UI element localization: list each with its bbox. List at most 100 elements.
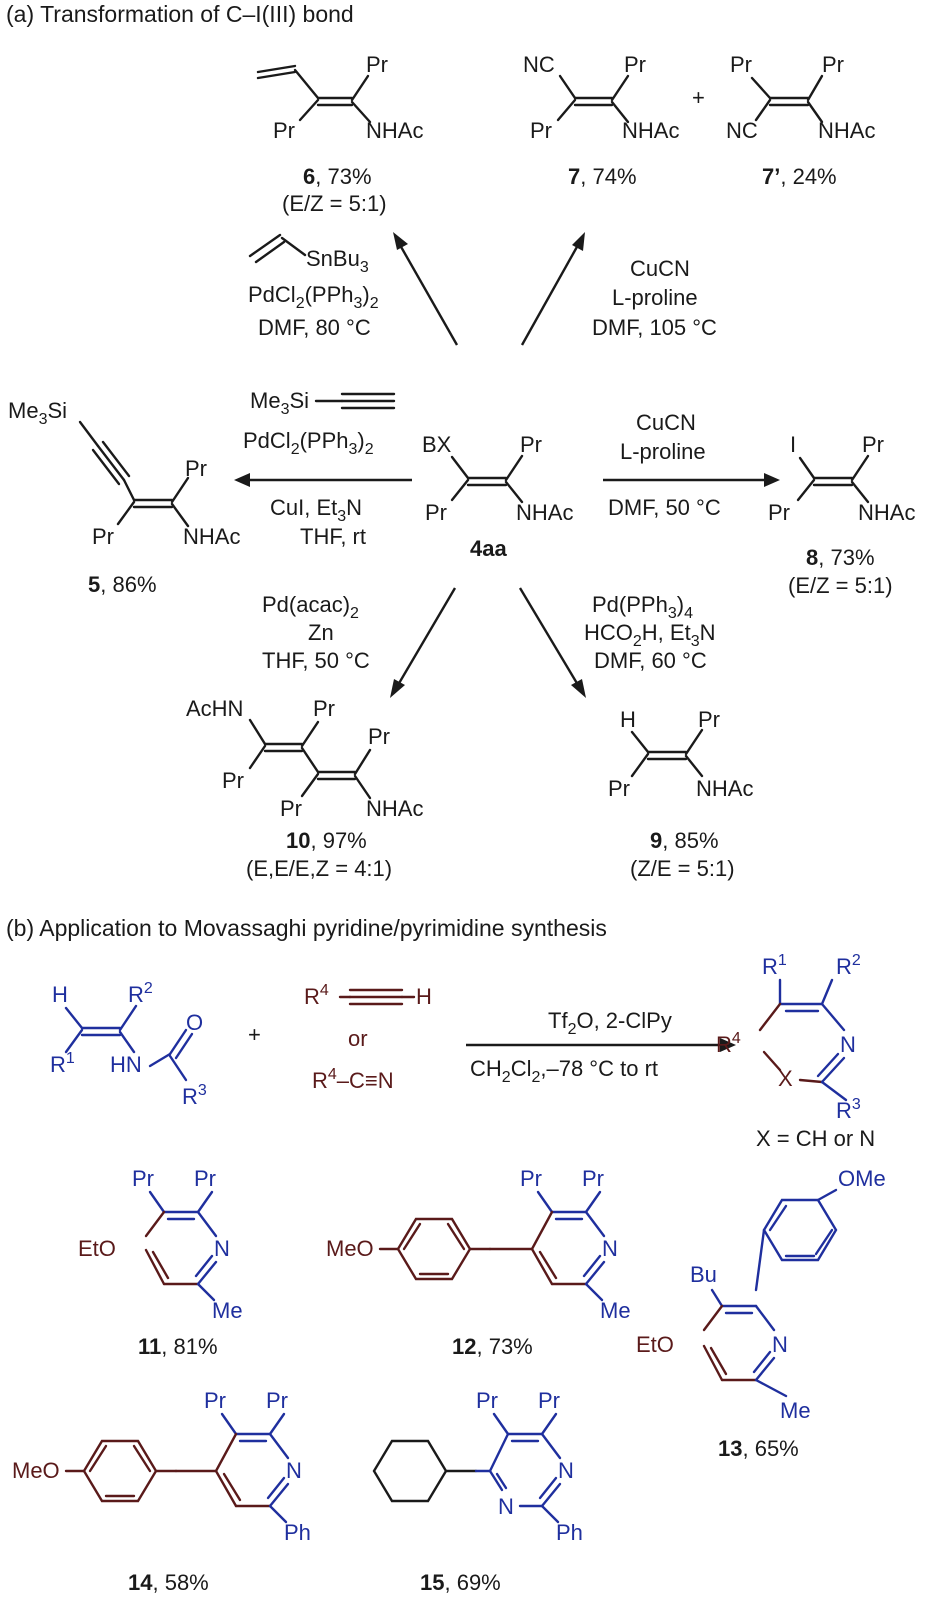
product-7: NC Pr Pr NHAc 7, 74%: [523, 52, 679, 189]
p5-label: 5, 86%: [88, 572, 157, 597]
start-4aa: BX Pr Pr NHAc 4aa: [422, 432, 573, 561]
cond10-catalyst: Pd(acac)2: [262, 592, 359, 622]
c14-pr-1: Pr: [204, 1388, 226, 1413]
cond9-catalyst: Pd(PPh3)4: [592, 592, 693, 622]
product-6: Pr Pr NHAc 6, 73% (E/Z = 5:1): [256, 52, 423, 216]
nitrile-reactant: R4–C≡N: [312, 1066, 394, 1093]
p9-pr-bottom: Pr: [608, 776, 630, 801]
c13-me: Me: [780, 1398, 811, 1423]
c13-bu: Bu: [690, 1262, 717, 1287]
c11-eto: EtO: [78, 1236, 116, 1261]
c15-n1: N: [558, 1458, 574, 1483]
gp-r1: R1: [762, 952, 787, 979]
p5-pr-top: Pr: [185, 456, 207, 481]
compound-15: Pr Pr N N Ph 15, 69%: [372, 1388, 583, 1595]
c15-label: 15, 69%: [420, 1570, 501, 1595]
product-8: I Pr Pr NHAc 8, 73% (E/Z = 5:1): [768, 432, 915, 598]
start-label: 4aa: [470, 536, 507, 561]
gp-x: X: [778, 1066, 793, 1091]
c12-label: 12, 73%: [452, 1334, 533, 1359]
p9-ratio: (Z/E = 5:1): [630, 856, 735, 881]
c14-n: N: [286, 1458, 302, 1483]
conditions-b: Tf2O, 2-ClPy CH2Cl2,–78 °C to rt: [466, 1008, 736, 1086]
alkyne-reactant: R4 H: [304, 982, 432, 1009]
cond5-catalyst: PdCl2(PPh3)2: [243, 428, 374, 458]
p7-nhac: NHAc: [622, 118, 679, 143]
cond7-l2: L-proline: [612, 285, 698, 310]
compound-11: Pr Pr N EtO Me 11, 81%: [78, 1166, 243, 1359]
c12-meo: MeO: [326, 1236, 374, 1261]
c15-cyclohexyl: [372, 1439, 448, 1503]
cond10-l2: Zn: [308, 620, 334, 645]
product-10: AcHN Pr Pr Pr Pr NHAc 10, 97% (E,E/E,Z =…: [186, 696, 423, 881]
c14-ph: Ph: [284, 1520, 311, 1545]
p5-pr-bottom: Pr: [92, 524, 114, 549]
p8-label: 8, 73%: [806, 545, 875, 570]
section-a-title: (a) Transformation of C–I(III) bond: [6, 1, 354, 27]
c15-n2: N: [498, 1494, 514, 1519]
p8-ratio: (E/Z = 5:1): [788, 573, 893, 598]
p10-nhac: NHAc: [366, 796, 423, 821]
c14-label: 14, 58%: [128, 1570, 209, 1595]
gp-r3: R3: [836, 1096, 861, 1123]
nitrile-formula: R4–C≡N: [312, 1066, 394, 1093]
cond10-l3: THF, 50 °C: [262, 648, 370, 673]
conditions-to-10: Pd(acac)2 Zn THF, 50 °C: [262, 592, 370, 673]
p10-pr-1: Pr: [313, 696, 335, 721]
cond8-l1: CuCN: [636, 410, 696, 435]
c14-meo: MeO: [12, 1458, 60, 1483]
p10-label: 10, 97%: [286, 828, 367, 853]
p7-label: 7, 74%: [568, 164, 637, 189]
cond8-l2: L-proline: [620, 439, 706, 464]
p9-label: 9, 85%: [650, 828, 719, 853]
amide-r1: R1: [50, 1050, 75, 1077]
p5-nhac: NHAc: [183, 524, 240, 549]
cond6-catalyst: PdCl2(PPh3)2: [248, 282, 379, 312]
plus-b: +: [248, 1022, 261, 1047]
p6-nhac: NHAc: [366, 118, 423, 143]
p6-ratio: (E/Z = 5:1): [282, 191, 387, 216]
c14-pr-2: Pr: [266, 1388, 288, 1413]
compound-12: MeO Pr Pr N Me 12, 73%: [326, 1166, 631, 1359]
amide-r3: R3: [182, 1082, 207, 1109]
p7-nc: NC: [523, 52, 555, 77]
c11-n: N: [214, 1236, 230, 1261]
p7-pr-top: Pr: [624, 52, 646, 77]
product-7-prime: Pr Pr NC NHAc 7’, 24%: [726, 52, 875, 189]
p6-pr-top: Pr: [366, 52, 388, 77]
cond5-reagent: Me3Si: [250, 388, 309, 418]
conditions-to-7: CuCN L-proline DMF, 105 °C: [592, 256, 717, 340]
gp-note: X = CH or N: [756, 1126, 875, 1151]
p7b-pr-top-right: Pr: [822, 52, 844, 77]
compound-14: MeO Pr Pr N Ph 14, 58%: [12, 1388, 311, 1595]
c15-pr-1: Pr: [476, 1388, 498, 1413]
p10-pr-4: Pr: [280, 796, 302, 821]
c13-eto: EtO: [636, 1332, 674, 1357]
p10-pr-3: Pr: [368, 724, 390, 749]
cond7-l3: DMF, 105 °C: [592, 315, 717, 340]
c11-pr-2: Pr: [194, 1166, 216, 1191]
condb-l2: CH2Cl2,–78 °C to rt: [470, 1056, 658, 1086]
p8-i: I: [790, 432, 796, 457]
c12-me: Me: [600, 1298, 631, 1323]
conditions-to-9: Pd(PPh3)4 HCO2H, Et3N DMF, 60 °C: [584, 592, 716, 673]
gp-n: N: [840, 1032, 856, 1057]
compound-13: OMe Bu N EtO Me 13, 65%: [636, 1166, 886, 1461]
c15-ph: Ph: [556, 1520, 583, 1545]
p10-pr-2: Pr: [222, 768, 244, 793]
section-b-title: (b) Application to Movassaghi pyridine/p…: [6, 915, 607, 941]
p9-nhac: NHAc: [696, 776, 753, 801]
p5-tms: Me3Si: [8, 398, 67, 428]
gp-r2: R2: [836, 952, 861, 979]
p10-achn: AcHN: [186, 696, 243, 721]
cond5-cocat: CuI, Et3N: [270, 495, 362, 525]
c15-pr-2: Pr: [538, 1388, 560, 1413]
condb-l1: Tf2O, 2-ClPy: [548, 1008, 672, 1038]
c12-pr-1: Pr: [520, 1166, 542, 1191]
plus-a: +: [692, 85, 705, 110]
cond6-solvent: DMF, 80 °C: [258, 315, 371, 340]
c11-me: Me: [212, 1298, 243, 1323]
p9-h: H: [620, 707, 636, 732]
cond7-l1: CuCN: [630, 256, 690, 281]
